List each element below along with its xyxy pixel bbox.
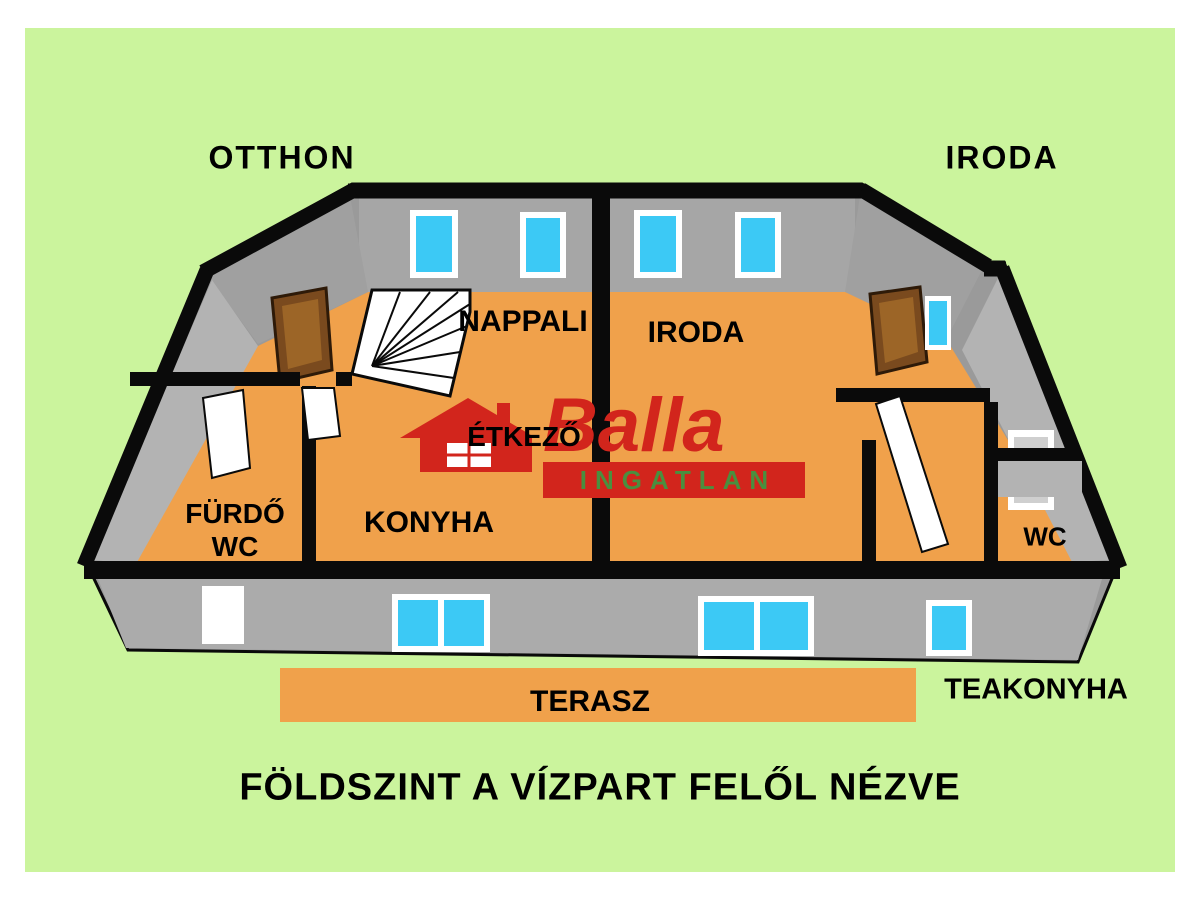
back-windows bbox=[410, 210, 781, 278]
page-title: FÖLDSZINT A VÍZPART FELŐL NÉZVE bbox=[239, 766, 961, 809]
entry-door-left-panel bbox=[282, 299, 322, 369]
label-room-etkezo: ÉTKEZŐ bbox=[467, 421, 581, 452]
left-side-wall-face bbox=[92, 280, 258, 564]
bath-wall-horizontal bbox=[130, 372, 300, 386]
window bbox=[932, 606, 966, 650]
wc-top-wall bbox=[998, 448, 1078, 461]
label-room-iroda: IRODA bbox=[647, 316, 745, 349]
window bbox=[929, 301, 947, 345]
window bbox=[704, 602, 754, 650]
staircase bbox=[350, 288, 472, 398]
terrace bbox=[280, 668, 916, 722]
label-room-furdo-wc: WC bbox=[211, 531, 259, 562]
logo-house-icon bbox=[400, 398, 536, 472]
window bbox=[741, 218, 775, 272]
outer-wall-top-bands bbox=[77, 183, 1127, 571]
wc-left-wall bbox=[984, 402, 998, 566]
window bbox=[416, 216, 452, 272]
label-room-furdo: FÜRDŐ bbox=[185, 498, 285, 529]
entry-door-right-panel bbox=[879, 297, 918, 363]
label-building-otthon: OTTHON bbox=[208, 139, 356, 176]
label-terasz: TERASZ bbox=[530, 685, 650, 718]
front-wall-face bbox=[98, 579, 1102, 660]
open-door-left bbox=[201, 388, 252, 480]
party-wall bbox=[592, 191, 610, 573]
window bbox=[640, 216, 676, 272]
bath-wall-horizontal-stub bbox=[336, 372, 352, 386]
office-wing-wall-horizontal bbox=[836, 388, 990, 402]
label-room-nappali: NAPPALI bbox=[458, 305, 588, 338]
front-door bbox=[202, 586, 244, 644]
label-building-iroda: IRODA bbox=[945, 139, 1059, 176]
watermark-brand: Balla bbox=[543, 383, 725, 468]
window bbox=[444, 600, 484, 646]
open-door-bath bbox=[300, 387, 342, 442]
building bbox=[77, 182, 1127, 722]
label-room-wc: WC bbox=[1023, 521, 1067, 552]
label-teakonyha: TEAKONYHA bbox=[944, 673, 1128, 706]
watermark-subtitle: INGATLAN bbox=[579, 464, 777, 495]
watermark-strip: INGATLAN bbox=[543, 462, 805, 498]
front-windows bbox=[392, 594, 972, 656]
label-room-konyha: KONYHA bbox=[363, 506, 495, 539]
window bbox=[526, 218, 560, 272]
window bbox=[398, 600, 438, 646]
wc-top-wall-face bbox=[998, 461, 1082, 497]
corridor-wall bbox=[862, 440, 876, 566]
window bbox=[760, 602, 808, 650]
open-door-corridor bbox=[874, 394, 950, 554]
